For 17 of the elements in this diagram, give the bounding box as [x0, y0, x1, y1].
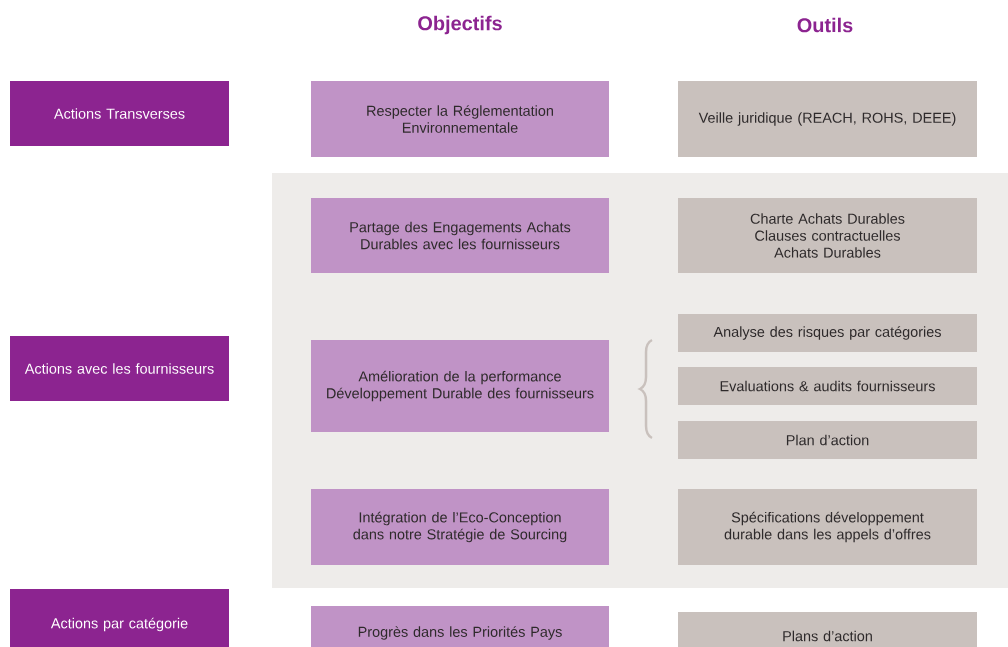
tool-box: Analyse des risques par catégories — [678, 314, 977, 352]
tool-box: Veille juridique (REACH, ROHS, DEEE) — [678, 81, 977, 157]
objective-box: Amélioration de la performance Développement Durable des fournisseurs — [311, 340, 609, 432]
tool-box: Charte Achats Durables Clauses contractuelles Achats Durables — [678, 198, 977, 273]
category-box: Actions Transverses — [10, 81, 229, 146]
tool-box: Evaluations & audits fournisseurs — [678, 367, 977, 405]
category-box: Actions avec les fournisseurs — [10, 336, 229, 401]
tool-box: Plan d’action — [678, 421, 977, 459]
objective-box: Respecter la Réglementation Environnementale — [311, 81, 609, 157]
column-heading: Outils — [797, 17, 853, 33]
column-heading: Objectifs — [418, 15, 502, 35]
tool-box: Spécifications développement durable dans les appels d’offres — [678, 489, 977, 565]
tool-box: Plans d’action — [678, 612, 977, 647]
objective-box: Progrès dans les Priorités Pays — [311, 606, 609, 647]
objective-box: Intégration de l’Eco-Conception dans notre Stratégie de Sourcing — [311, 489, 609, 565]
objective-box: Partage des Engagements Achats Durables avec les fournisseurs — [311, 198, 609, 273]
category-box: Actions par catégorie — [10, 589, 229, 647]
